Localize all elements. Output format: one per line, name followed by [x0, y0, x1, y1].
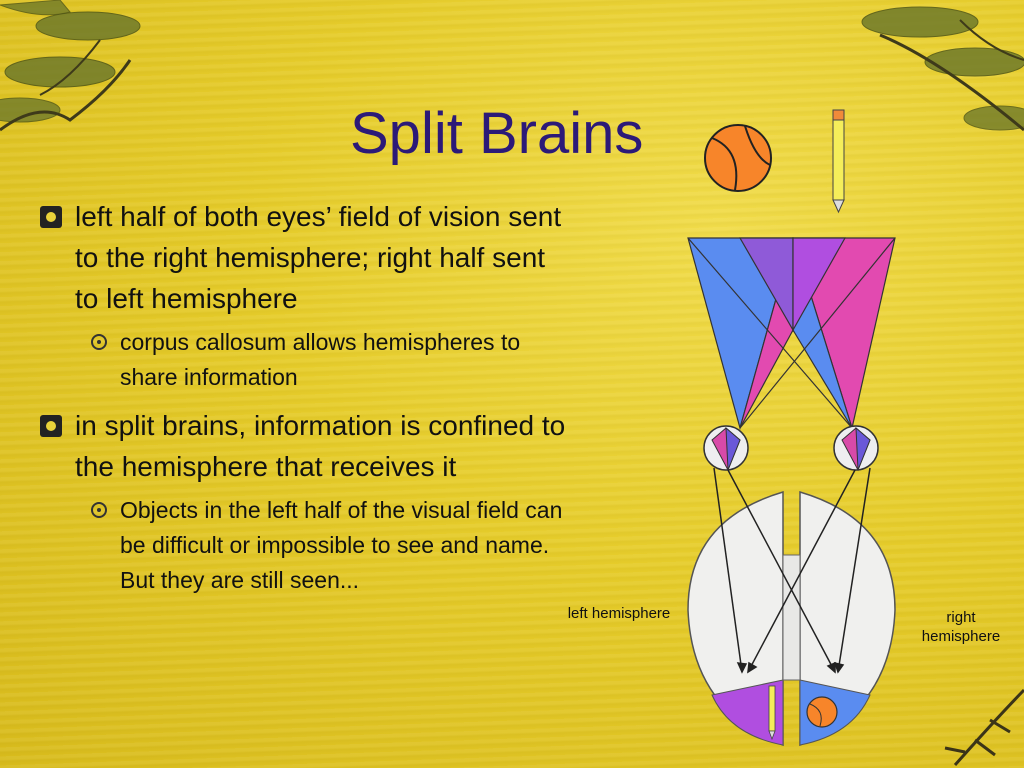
visual-field-diagram — [687, 237, 896, 431]
right-eye-icon — [833, 425, 879, 472]
circle-bullet-icon — [91, 334, 107, 350]
bullet-text: in split brains, information is confined… — [75, 410, 566, 482]
bullet-list: left half of both eyes’ field of vision … — [38, 196, 568, 608]
sub-bullet-item: corpus callosum allows hemispheres to sh… — [38, 325, 568, 395]
branch-bottom-right-icon — [944, 688, 1024, 766]
bullet-text: left half of both eyes’ field of vision … — [75, 201, 562, 314]
left-eye-icon — [703, 425, 749, 472]
pine-branch-left-icon — [0, 0, 141, 132]
sub-bullet-item: Objects in the left half of the visual f… — [38, 493, 568, 598]
right-hemisphere-label: right hemisphere — [921, 609, 1001, 645]
bullet-item: in split brains, information is confined… — [38, 405, 568, 487]
ball-icon — [704, 124, 772, 192]
brain-diagram — [687, 490, 896, 747]
slide-title: Split Brains — [350, 101, 644, 166]
bullet-item: left half of both eyes’ field of vision … — [38, 196, 568, 319]
square-bullet-icon — [40, 206, 62, 228]
pencil-icon — [832, 109, 845, 214]
pine-branch-right-icon — [861, 6, 1024, 132]
left-hemisphere-label: left hemisphere — [567, 605, 671, 622]
optic-path-lines — [713, 467, 871, 674]
sub-bullet-text: Objects in the left half of the visual f… — [120, 497, 563, 593]
circle-bullet-icon — [91, 502, 107, 518]
sub-bullet-text: corpus callosum allows hemispheres to sh… — [120, 329, 521, 390]
square-bullet-icon — [40, 415, 62, 437]
